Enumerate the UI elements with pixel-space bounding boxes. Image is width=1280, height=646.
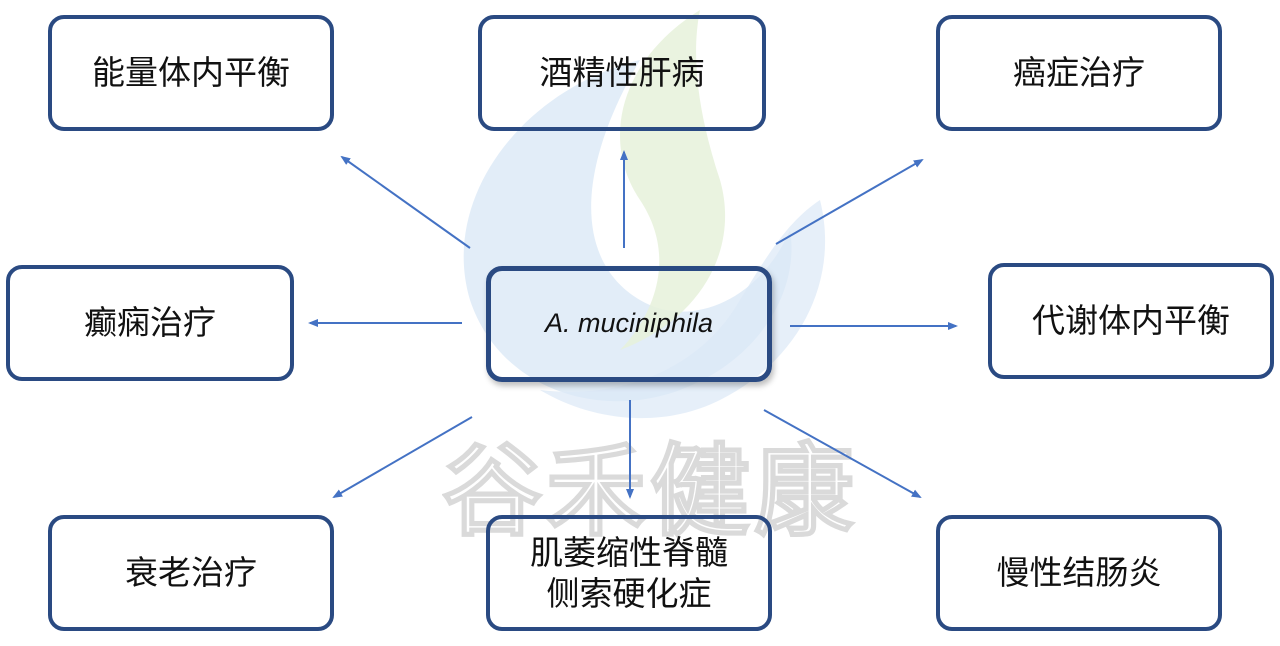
- watermark-text: 谷禾健康: [441, 432, 858, 551]
- arrow-to-bottom-right: [763, 409, 922, 498]
- node-top-right: 癌症治疗: [936, 15, 1222, 131]
- node-middle-right: 代谢体内平衡: [988, 263, 1274, 379]
- node-top-left-label: 能量体内平衡: [92, 53, 290, 93]
- arrow-to-top-right: [775, 159, 924, 245]
- node-top-center: 酒精性肝病: [478, 15, 766, 131]
- arrow-to-top-left: [340, 155, 471, 249]
- arrow-to-bottom-left: [332, 416, 473, 499]
- node-bottom-right-label: 慢性结肠炎: [996, 553, 1162, 593]
- node-middle-left: 癫痫治疗: [6, 265, 294, 381]
- node-top-left: 能量体内平衡: [48, 15, 334, 131]
- node-middle-right-label: 代谢体内平衡: [1032, 301, 1230, 341]
- node-bottom-center: 肌萎缩性脊髓 侧索硬化症: [486, 515, 772, 631]
- node-bottom-right: 慢性结肠炎: [936, 515, 1222, 631]
- node-top-right-label: 癌症治疗: [1013, 53, 1145, 93]
- center-node: A. muciniphila: [486, 266, 772, 382]
- node-bottom-center-label-line1: 肌萎缩性脊髓: [530, 532, 728, 572]
- node-bottom-center-label-line2: 侧索硬化症: [546, 574, 712, 613]
- node-bottom-left: 衰老治疗: [48, 515, 334, 631]
- center-node-label: A. muciniphila: [544, 308, 714, 339]
- node-middle-left-label: 癫痫治疗: [84, 303, 216, 343]
- node-bottom-left-label: 衰老治疗: [125, 553, 257, 593]
- node-top-center-label: 酒精性肝病: [539, 53, 705, 93]
